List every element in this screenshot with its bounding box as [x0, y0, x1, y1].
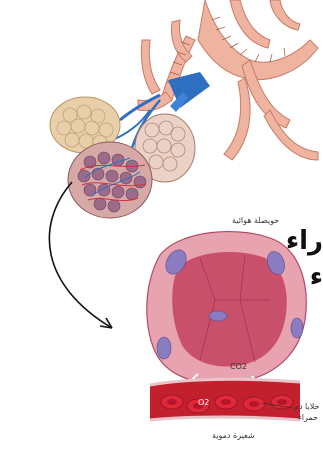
rbc-label-line2: حمراء	[298, 413, 318, 422]
cut-off-text-line2: ء	[303, 262, 323, 292]
capillary-detail	[150, 379, 300, 420]
co2-label: CO2	[230, 362, 247, 371]
alveolar-cluster-bottom	[68, 142, 152, 218]
alveolus-label: حويصلة هوائية	[232, 216, 279, 225]
rbc-label-line1: خلايا دم	[294, 402, 319, 411]
o2-label: O2	[198, 398, 209, 407]
cut-off-text-line1: راء	[283, 226, 323, 256]
alveolus-detail	[147, 232, 306, 400]
capillary-label: شعيرة دموية	[212, 431, 255, 440]
